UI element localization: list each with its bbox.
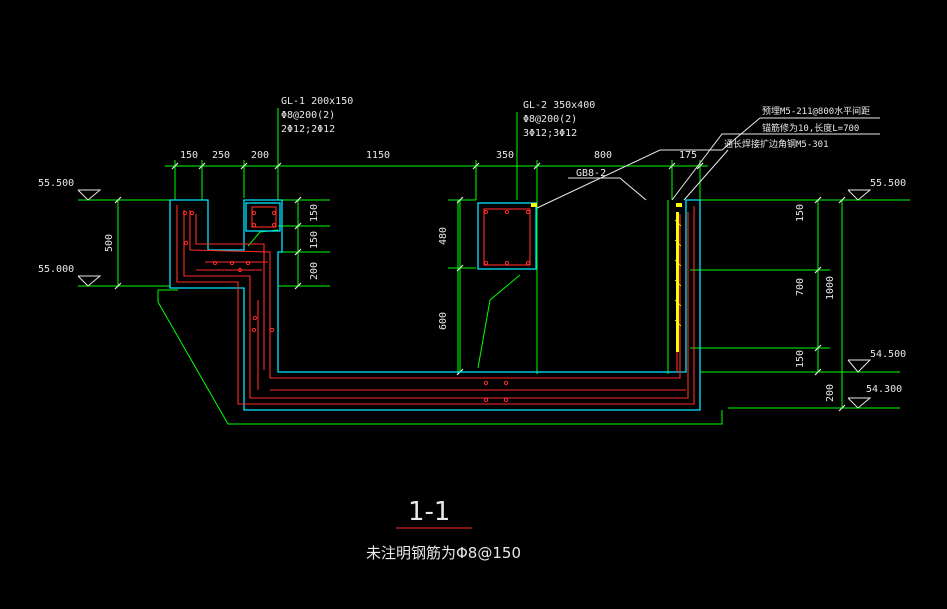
dim-right-150b: 150 bbox=[795, 350, 806, 368]
dim-right-200: 200 bbox=[825, 384, 836, 402]
note-weld: 通长焊接扩边角钢M5-301 bbox=[724, 138, 829, 150]
dim-gl1-c: 200 bbox=[309, 262, 320, 280]
elev-right-bot: 54.300 bbox=[866, 384, 902, 395]
note-anchor: 锚筋修为10,长度L=700 bbox=[762, 122, 859, 134]
section-footnote: 未注明钢筋为Φ8@150 bbox=[366, 544, 521, 562]
dim-200: 200 bbox=[251, 150, 269, 161]
gl2-stirrup: Φ8@200(2) bbox=[523, 114, 577, 125]
dim-175: 175 bbox=[679, 150, 697, 161]
dimension-lines bbox=[117, 165, 843, 408]
gl2-bars: 3Φ12;3Φ12 bbox=[523, 128, 577, 139]
section-title: 1-1 bbox=[408, 497, 450, 527]
gl1-name: GL-1 200x150 bbox=[281, 96, 353, 107]
elev-left-top: 55.500 bbox=[38, 178, 74, 189]
elevation-markers bbox=[77, 189, 872, 409]
dim-mid-600: 600 bbox=[438, 312, 449, 330]
dimension-ticks bbox=[114, 162, 846, 412]
dim-350: 350 bbox=[496, 150, 514, 161]
beam-notes: GL-1 200x150 Φ8@200(2) 2Φ12;2Φ12 GL-2 35… bbox=[281, 96, 595, 139]
note-grating: GB8-2 bbox=[576, 168, 606, 179]
elev-left-mid: 55.000 bbox=[38, 264, 74, 275]
dim-right-1000: 1000 bbox=[825, 276, 836, 300]
concrete-outline bbox=[169, 199, 701, 411]
dim-right-700: 700 bbox=[795, 278, 806, 296]
note-leaders bbox=[396, 117, 880, 529]
dim-left-500: 500 bbox=[104, 234, 115, 252]
gl1-stirrup: Φ8@200(2) bbox=[281, 110, 335, 121]
gl1-bars: 2Φ12;2Φ12 bbox=[281, 124, 335, 135]
elev-right-top: 55.500 bbox=[870, 178, 906, 189]
dim-1150: 1150 bbox=[366, 150, 390, 161]
gl2-name: GL-2 350x400 bbox=[523, 100, 595, 111]
note-embed: 预埋M5-211@800水平间距 bbox=[762, 105, 870, 117]
rebar-dots bbox=[182, 209, 531, 403]
embed-hatch bbox=[674, 219, 682, 327]
elevation-labels: 55.500 55.000 55.500 54.500 54.300 bbox=[38, 178, 906, 395]
dim-mid-480: 480 bbox=[438, 227, 449, 245]
dim-800: 800 bbox=[594, 150, 612, 161]
dim-gl1-a: 150 bbox=[309, 204, 320, 222]
dim-right-150a: 150 bbox=[795, 204, 806, 222]
dim-250: 250 bbox=[212, 150, 230, 161]
dim-150: 150 bbox=[180, 150, 198, 161]
elev-right-mid: 54.500 bbox=[870, 349, 906, 360]
dimension-labels: 150 250 200 1150 350 800 175 500 150 150… bbox=[104, 150, 836, 402]
soil-outline bbox=[157, 289, 723, 425]
callout-notes: 预埋M5-211@800水平间距 锚筋修为10,长度L=700 通长焊接扩边角钢… bbox=[576, 105, 870, 179]
dim-gl1-b: 150 bbox=[309, 231, 320, 249]
